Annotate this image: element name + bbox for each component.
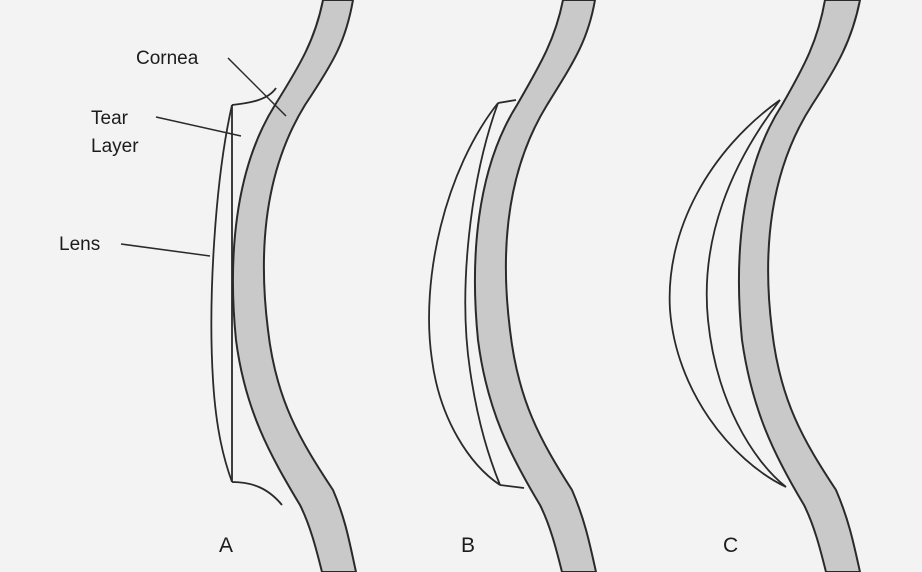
panel-a: A (211, 0, 356, 572)
leader-cornea (228, 58, 286, 116)
label-cornea: Cornea (136, 48, 199, 69)
caption-a: A (219, 534, 233, 557)
label-tear-line1: Tear (91, 108, 129, 129)
cornea-c (739, 0, 860, 572)
tear-bottom-a (232, 482, 282, 505)
tear-bottom-b (500, 485, 524, 488)
label-tear-line2: Layer (91, 136, 139, 157)
caption-b: B (461, 534, 475, 557)
tear-top-a (232, 88, 276, 105)
cornea-b (475, 0, 596, 572)
lens-a (211, 105, 232, 482)
label-lens: Lens (59, 234, 100, 255)
caption-c: C (723, 534, 738, 557)
cornea-a (233, 0, 356, 572)
tear-top-b (498, 100, 516, 103)
panel-b: B (429, 0, 596, 572)
leader-lens (121, 244, 210, 256)
panel-c: C (670, 0, 860, 572)
